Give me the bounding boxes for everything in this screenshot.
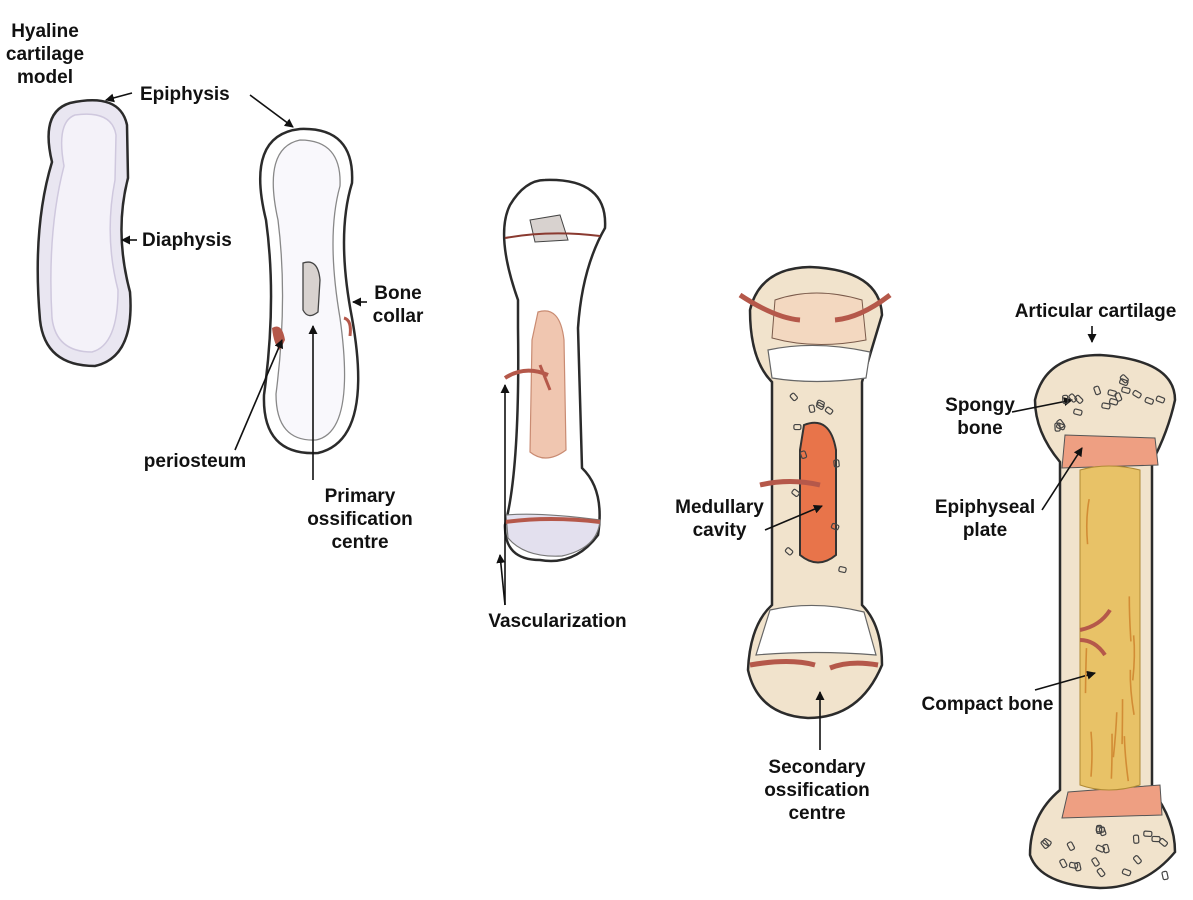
label-epiphysis: Epiphysis [140,83,250,106]
arrow-epiphysis [250,95,293,127]
label-spongy-bone: Spongy bone [935,394,1025,440]
label-hyaline-cartilage-model: Hyaline cartilage model [5,20,85,89]
label-compact-bone: Compact bone [905,693,1070,716]
label-primary-ossification-centre: Primary ossification centre [298,485,422,554]
label-articular-cartilage: Articular cartilage [998,300,1193,323]
spongy-trabecula [1162,871,1169,880]
stage-1-cartilage-model [38,100,131,366]
compact-bone-streak [1085,648,1086,693]
label-secondary-ossification-centre: Secondary ossification centre [752,756,882,825]
stage-2-bone-collar [260,129,358,453]
stage-3-vascularization [504,180,605,561]
stage-4-secondary-ossification [740,267,890,718]
label-bone-collar: Bone collar [363,282,433,328]
stage-5-mature-bone [1030,355,1175,888]
label-vascularization: Vascularization [470,610,645,633]
compact-bone-streak [1111,734,1112,779]
label-epiphyseal-plate: Epiphyseal plate [915,496,1055,542]
label-medullary-cavity: Medullary cavity [662,496,777,542]
label-periosteum: periosteum [130,450,260,473]
arrow-hyaline [106,93,132,100]
label-diaphysis: Diaphysis [142,229,252,252]
